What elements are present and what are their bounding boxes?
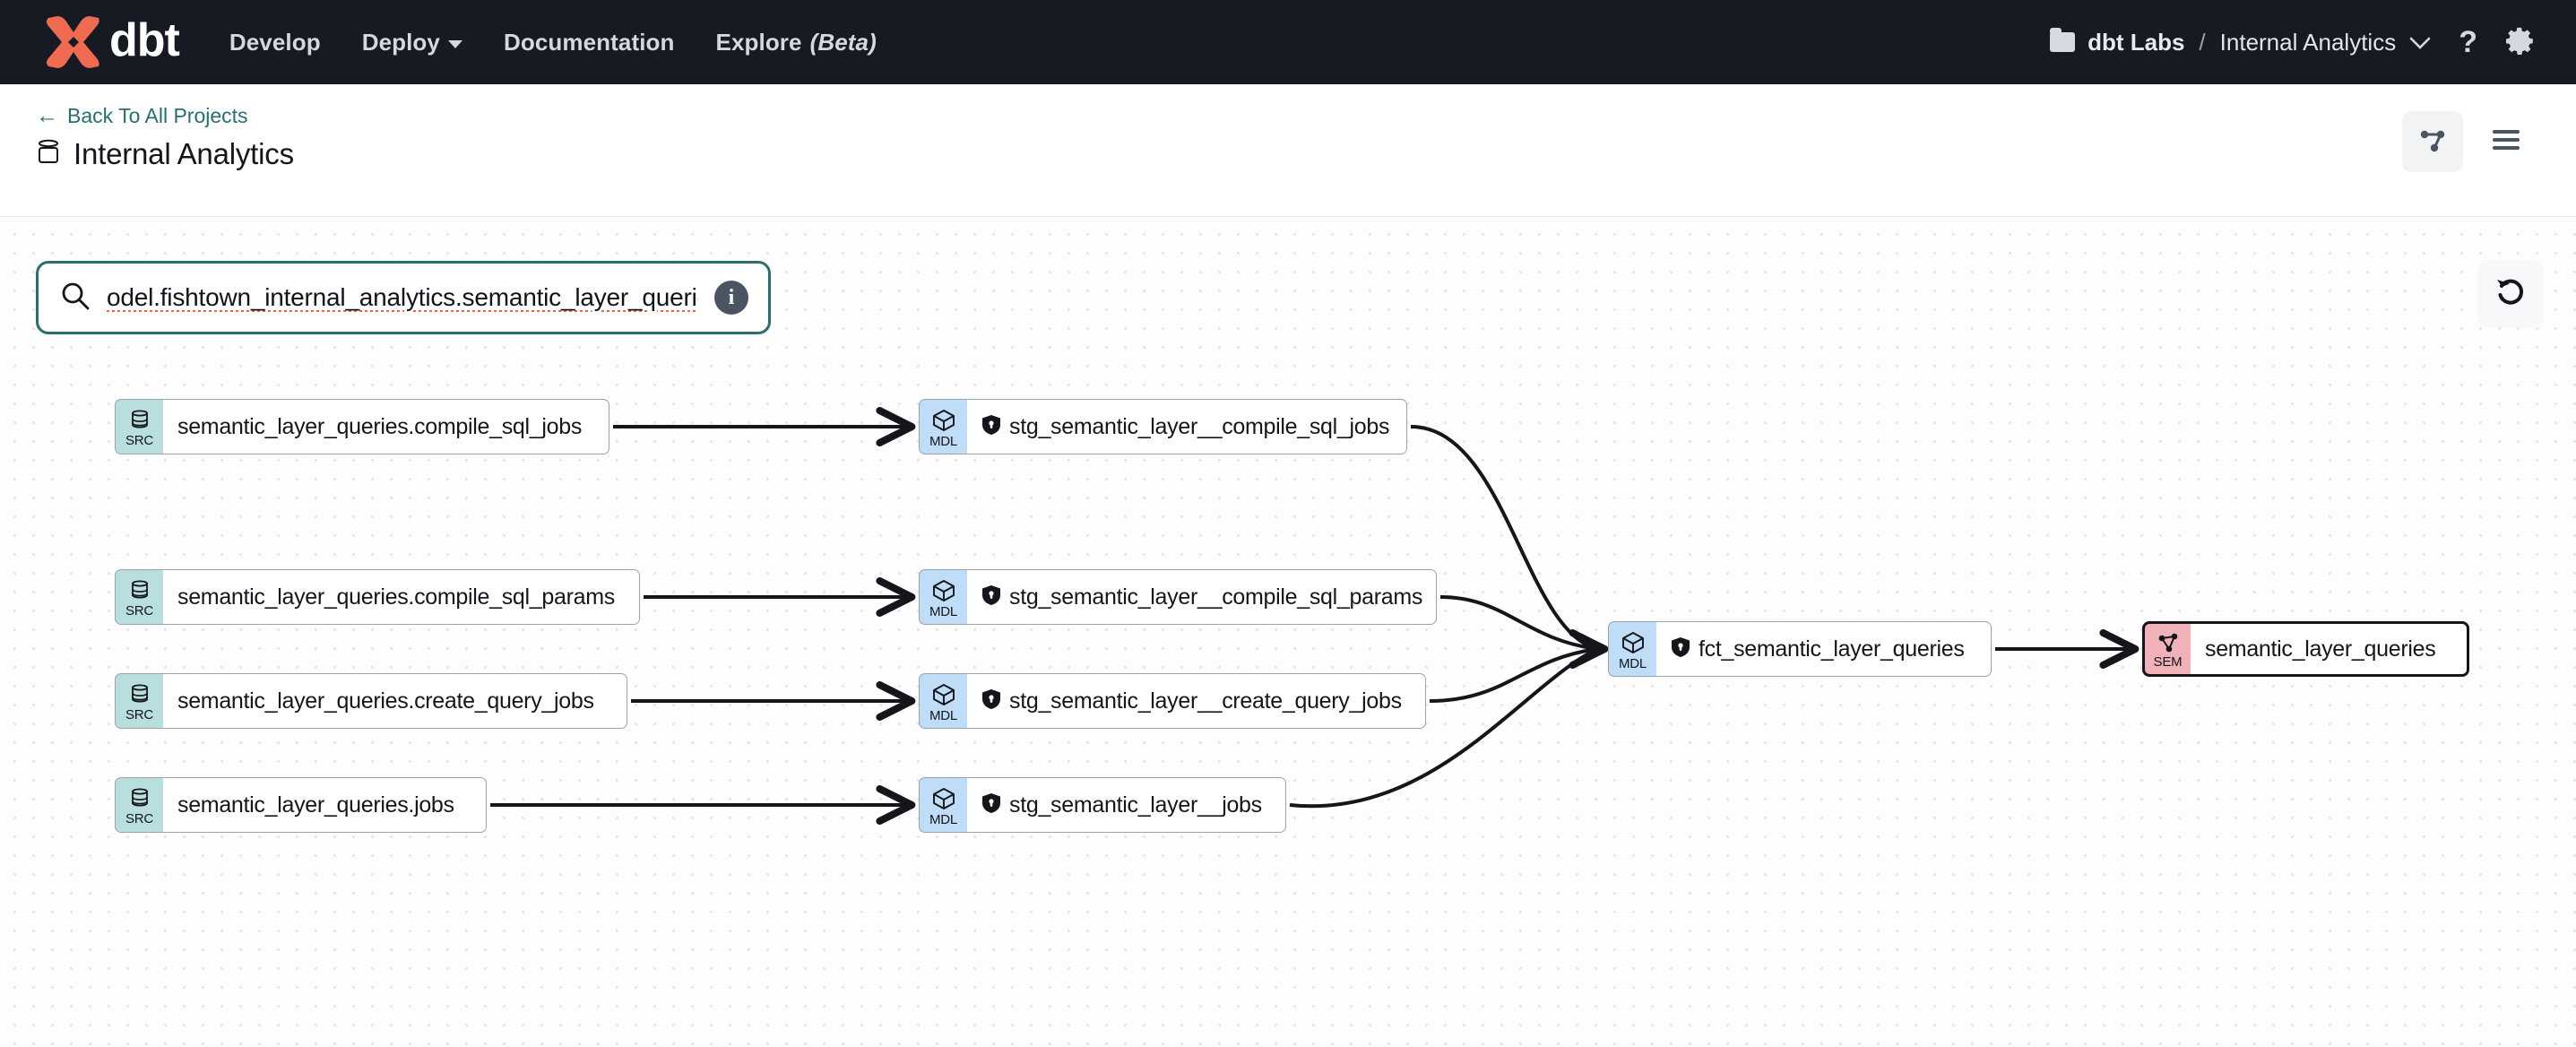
lineage-search-box[interactable]: odel.fishtown_internal_analytics.semanti… [36,261,771,334]
lineage-node-src-jobs[interactable]: SRC semantic_layer_queries.jobs [115,777,487,833]
node-type-badge-src: SRC [115,673,163,729]
folder-icon [2050,28,2076,52]
node-body: stg_semantic_layer__create_query_jobs [967,673,1426,729]
nav-item-deploy-label: Deploy [361,28,440,56]
page-title-row: Internal Analytics [36,137,294,171]
subheader-left: ← Back To All Projects Internal Analytic… [36,104,294,171]
node-label: semantic_layer_queries [2205,636,2436,662]
node-body: semantic_layer_queries.compile_sql_jobs [163,399,609,454]
node-type-badge-src: SRC [115,399,163,454]
node-label: stg_semantic_layer__jobs [1009,792,1262,818]
node-label: semantic_layer_queries.jobs [177,792,454,818]
primary-nav-links: Develop Deploy Documentation Explore (Be… [229,29,877,56]
lineage-canvas[interactable]: odel.fishtown_internal_analytics.semanti… [0,218,2576,1047]
lineage-node-mdl-fct-semantic-layer-queries[interactable]: MDL fct_semantic_layer_queries [1608,621,1992,677]
node-type-label: SRC [125,811,154,826]
dbt-brand-logo[interactable]: dbt [39,14,180,70]
nav-item-explore[interactable]: Explore (Beta) [716,29,877,56]
help-question-icon[interactable]: ? [2459,25,2477,59]
node-type-label: MDL [1618,656,1647,671]
node-label: semantic_layer_queries.compile_sql_jobs [177,413,583,439]
nav-item-develop-label: Develop [229,28,321,56]
node-type-badge-src: SRC [115,569,163,625]
node-type-label: SRC [125,603,154,619]
node-type-badge-src: SRC [115,777,163,833]
top-navigation-bar: dbt Develop Deploy Documentation Explore… [0,0,2576,84]
lineage-node-mdl-stg-create-query-jobs[interactable]: MDL stg_semantic_layer__create_query_job… [919,673,1426,729]
project-name: Internal Analytics [2219,28,2397,56]
page-title: Internal Analytics [73,137,294,170]
search-input[interactable]: odel.fishtown_internal_analytics.semanti… [107,283,698,311]
account-project-breadcrumb[interactable]: dbt Labs / Internal Analytics [2050,28,2432,56]
search-icon [60,281,91,316]
lineage-node-mdl-stg-compile-sql-params[interactable]: MDL stg_semantic_layer__compile_sql_para… [919,569,1437,625]
shield-lock-icon [981,414,1001,440]
lineage-node-src-compile-sql-params[interactable]: SRC semantic_layer_queries.compile_sql_p… [115,569,640,625]
node-body: semantic_layer_queries.create_query_jobs [163,673,627,729]
node-body: semantic_layer_queries.compile_sql_param… [163,569,640,625]
info-icon[interactable]: i [714,281,748,315]
reset-view-button[interactable] [2477,261,2544,327]
node-type-label: MDL [929,708,958,723]
node-type-badge-mdl: MDL [919,777,967,833]
chevron-down-icon [447,39,462,48]
lineage-node-mdl-stg-compile-sql-jobs[interactable]: MDL stg_semantic_layer__compile_sql_jobs [919,399,1407,454]
gear-icon[interactable] [2504,26,2537,58]
list-view-button[interactable] [2476,111,2537,172]
node-type-badge-mdl: MDL [919,569,967,625]
node-type-label: MDL [929,604,958,619]
explore-beta-tag: (Beta) [809,28,877,56]
arrow-left-icon: ← [36,103,58,128]
node-type-label: SRC [125,707,154,723]
lineage-node-src-compile-sql-jobs[interactable]: SRC semantic_layer_queries.compile_sql_j… [115,399,609,454]
breadcrumb-separator: / [2199,28,2206,56]
nav-item-explore-label: Explore [715,28,802,56]
node-body: semantic_layer_queries.jobs [163,777,487,833]
node-label: semantic_layer_queries.compile_sql_param… [177,584,615,610]
node-label: stg_semantic_layer__create_query_jobs [1009,688,1402,714]
reset-undo-icon [2494,275,2528,314]
node-type-label: MDL [929,812,958,827]
dbt-x-logo-icon [39,14,100,70]
dbt-logo-text: dbt [109,14,180,66]
node-type-badge-mdl: MDL [919,399,967,454]
view-mode-toggle-group [2402,104,2537,172]
nav-right-cluster: dbt Labs / Internal Analytics ? [2050,26,2537,58]
list-menu-icon [2491,128,2521,156]
chevron-down-icon [2408,29,2432,56]
node-label: stg_semantic_layer__compile_sql_jobs [1009,413,1390,439]
lineage-graph-icon [2417,125,2448,160]
nav-item-documentation[interactable]: Documentation [504,29,675,56]
node-type-badge-sem: SEM [2142,621,2191,677]
node-type-badge-mdl: MDL [919,673,967,729]
node-label: stg_semantic_layer__compile_sql_params [1009,584,1423,610]
database-icon [36,139,61,170]
lineage-graph-view-button[interactable] [2402,111,2463,172]
lineage-node-mdl-stg-jobs[interactable]: MDL stg_semantic_layer__jobs [919,777,1286,833]
back-to-all-projects-label: Back To All Projects [67,104,248,127]
lineage-node-sem-semantic-layer-queries[interactable]: SEM semantic_layer_queries [2142,621,2469,677]
project-subheader: ← Back To All Projects Internal Analytic… [0,84,2576,217]
node-label: fct_semantic_layer_queries [1699,636,1965,662]
nav-item-deploy[interactable]: Deploy [362,29,462,56]
node-type-label: MDL [929,434,958,449]
back-to-all-projects-link[interactable]: ← Back To All Projects [36,104,294,128]
node-type-label: SRC [125,433,154,448]
shield-lock-icon [1671,636,1690,662]
shield-lock-icon [981,584,1001,610]
node-body: stg_semantic_layer__compile_sql_params [967,569,1437,625]
shield-lock-icon [981,688,1001,714]
node-body: stg_semantic_layer__compile_sql_jobs [967,399,1407,454]
node-body: semantic_layer_queries [2191,621,2469,677]
shield-lock-icon [981,792,1001,818]
account-name: dbt Labs [2088,28,2185,56]
nav-item-documentation-label: Documentation [503,28,675,56]
node-body: stg_semantic_layer__jobs [967,777,1286,833]
node-label: semantic_layer_queries.create_query_jobs [177,688,594,714]
node-type-label: SEM [2153,654,2183,670]
node-type-badge-mdl: MDL [1608,621,1656,677]
lineage-node-src-create-query-jobs[interactable]: SRC semantic_layer_queries.create_query_… [115,673,627,729]
nav-item-develop[interactable]: Develop [229,29,321,56]
node-body: fct_semantic_layer_queries [1656,621,1992,677]
